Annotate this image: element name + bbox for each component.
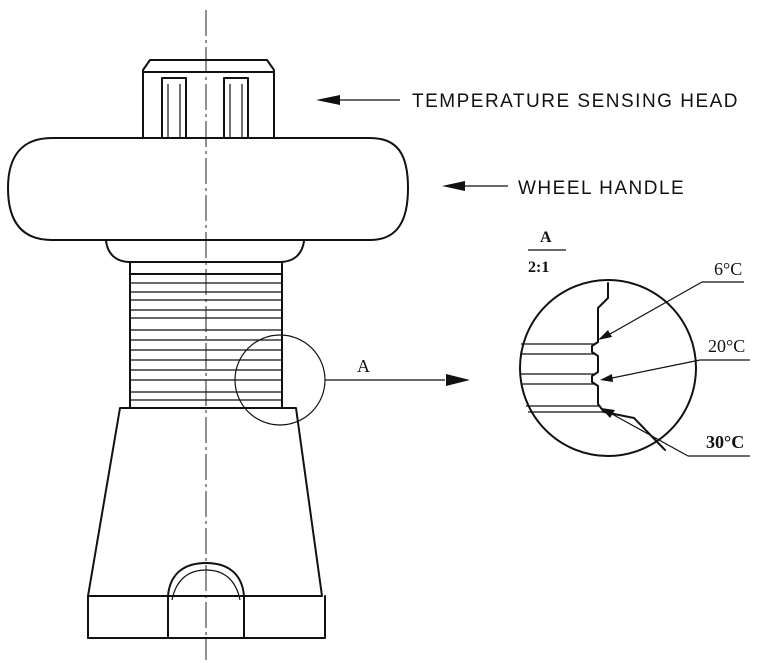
detail-scale: 2:1 [528, 259, 549, 276]
detail-arrowhead [446, 374, 470, 386]
temp-30-arrow [601, 408, 615, 418]
temp-20-label: 20°C [708, 336, 745, 356]
threaded-stem [129, 261, 283, 409]
temp-20-arrow [600, 374, 613, 382]
detail-view-title: A [540, 229, 552, 246]
wheel-leader-arrow [442, 181, 465, 191]
temp-6-leader [609, 281, 703, 335]
temp-6-label: 6°C [714, 259, 742, 279]
wheel-handle-label: WHEEL HANDLE [518, 178, 685, 199]
detail-marker-label: A [357, 356, 370, 376]
temp-30-leader [611, 413, 689, 457]
sensing-head [142, 59, 275, 139]
temp-6-arrow [598, 330, 612, 340]
temperature-sensing-head-label: TEMPERATURE SENSING HEAD [412, 91, 739, 112]
temp-30-label: 30°C [706, 432, 744, 452]
head-leader-arrow [316, 95, 340, 105]
temp-20-leader [611, 359, 701, 379]
conical-base [87, 407, 326, 639]
detail-view [519, 279, 697, 457]
wheel-handle [7, 137, 409, 263]
